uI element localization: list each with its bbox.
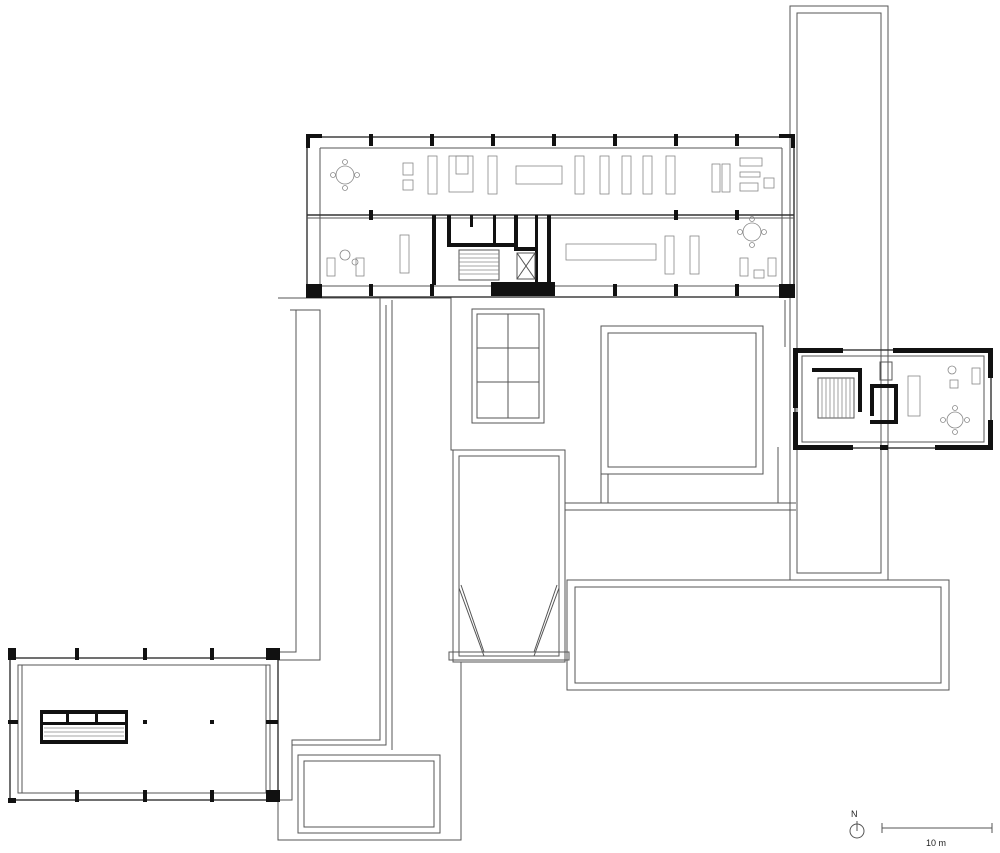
courtyard-east <box>564 300 796 580</box>
central-atrium <box>448 449 570 663</box>
west-courtyard-outline <box>277 297 462 841</box>
scale-bar-label: 10 m <box>926 838 946 848</box>
east-pavilion <box>793 348 993 450</box>
east-stair <box>817 377 855 419</box>
west-stair <box>40 710 128 744</box>
west-pavilion <box>8 648 280 803</box>
central-skylight <box>471 308 545 424</box>
north-arrow: N <box>849 809 865 839</box>
south-east-pool <box>566 579 950 691</box>
north-building <box>306 134 795 298</box>
scale-bar: 10 m <box>881 823 993 848</box>
east-tall-strip <box>789 5 889 581</box>
north-arrow-label: N <box>851 809 858 819</box>
north-furniture <box>326 155 777 279</box>
north-stair <box>458 249 500 281</box>
